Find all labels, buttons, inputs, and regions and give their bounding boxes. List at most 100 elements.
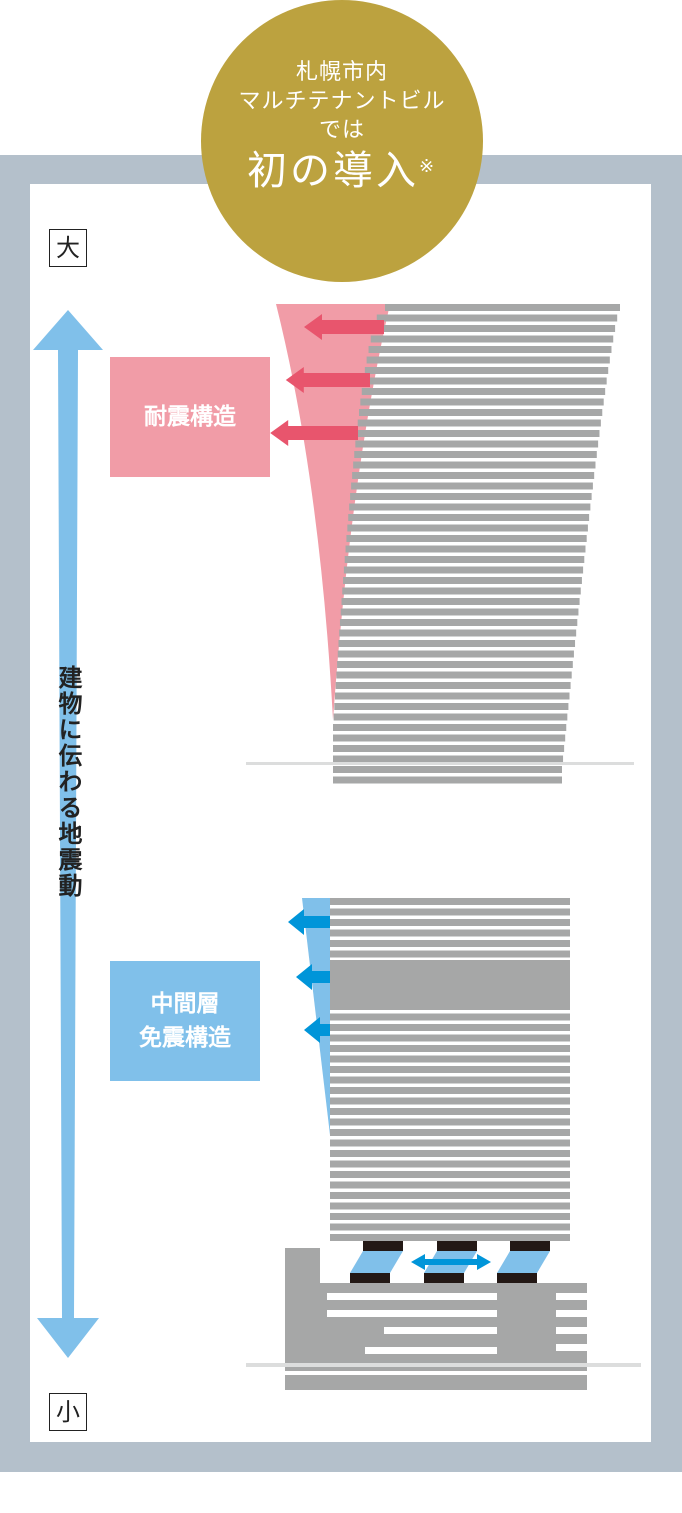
- badge-headline: 初の導入※: [201, 147, 483, 195]
- floor: [330, 940, 570, 947]
- floor: [330, 1213, 570, 1220]
- floor: [334, 703, 569, 710]
- isolator-bottom: [424, 1273, 464, 1283]
- floor: [345, 545, 586, 553]
- force-arrow-icon: [285, 367, 370, 393]
- note-mark: ※: [418, 156, 438, 177]
- isolator-bottom: [350, 1273, 390, 1283]
- floor: [337, 661, 573, 668]
- floor: [342, 587, 581, 595]
- floor: [338, 640, 576, 647]
- floor: [350, 493, 592, 500]
- double-arrow-icon: [33, 310, 103, 1358]
- floor: [357, 419, 601, 427]
- window-band: [365, 1347, 497, 1354]
- badge-line: では: [318, 118, 365, 143]
- floor: [352, 472, 595, 479]
- window-band: [556, 1293, 587, 1300]
- floor: [333, 734, 566, 742]
- window-band: [556, 1327, 587, 1334]
- mid-isolation-line: 中間層: [150, 991, 220, 1017]
- horizontal-arrow-icon: [411, 1254, 491, 1270]
- force-arrow-icon: [304, 1017, 330, 1043]
- floor: [330, 1066, 570, 1073]
- sway-wedge: [276, 304, 390, 720]
- window-band: [384, 1327, 497, 1334]
- mid-isolation-label: 中間層免震構造: [110, 961, 260, 1081]
- floor: [340, 608, 579, 616]
- floor: [330, 1181, 570, 1189]
- badge-line: 札幌市内: [295, 60, 388, 85]
- floor: [330, 919, 570, 926]
- floor: [385, 304, 620, 311]
- floor: [368, 346, 612, 353]
- floor: [349, 503, 591, 511]
- floor: [355, 440, 599, 448]
- window-band: [556, 1344, 587, 1351]
- ground-line: [246, 1363, 641, 1367]
- floor: [330, 950, 570, 958]
- floor: [333, 766, 562, 773]
- floor: [330, 1055, 570, 1063]
- floor: [330, 1150, 570, 1157]
- window-band: [327, 1310, 497, 1317]
- floor: [343, 566, 584, 574]
- floor: [333, 755, 564, 763]
- mid-isolation-line: 免震構造: [139, 1025, 231, 1051]
- floor: [353, 461, 596, 469]
- floor: [330, 1171, 570, 1178]
- floor: [333, 776, 562, 784]
- isolator-bottom: [497, 1273, 537, 1283]
- floor: [351, 482, 593, 490]
- floor: [330, 1223, 570, 1231]
- badge-line: マルチテナントビル: [238, 89, 446, 114]
- floor: [360, 398, 604, 406]
- floor: [363, 377, 607, 385]
- floor: [330, 1192, 570, 1199]
- floor: [330, 1234, 570, 1241]
- floor: [330, 1160, 570, 1168]
- badge-headline-text: 初の導入: [246, 148, 419, 194]
- scale-large-label: 大: [49, 229, 87, 267]
- floor: [330, 1024, 570, 1031]
- floor: [333, 745, 565, 752]
- floor: [346, 535, 587, 542]
- floor: [341, 598, 580, 605]
- force-arrow-icon: [270, 420, 358, 446]
- floor: [330, 1129, 570, 1136]
- floor: [339, 619, 578, 626]
- window-band: [327, 1293, 497, 1300]
- floor: [370, 335, 614, 343]
- force-arrow-icon: [296, 964, 330, 990]
- floor: [361, 388, 606, 395]
- ground-line: [246, 762, 634, 765]
- window-band: [285, 1371, 587, 1375]
- floor: [330, 1202, 570, 1210]
- floor: [333, 713, 568, 721]
- floor: [348, 514, 590, 521]
- axis-label: 建物に伝わる地震動: [54, 665, 82, 899]
- isolation-floor: [330, 960, 570, 1003]
- isolator-top: [437, 1241, 477, 1251]
- floor: [334, 692, 570, 700]
- floor: [330, 1076, 570, 1084]
- floor: [364, 367, 609, 374]
- floor: [330, 1118, 570, 1126]
- floor: [366, 356, 610, 364]
- floor: [344, 556, 585, 563]
- floor: [373, 325, 616, 332]
- floor: [330, 1003, 570, 1010]
- floor: [330, 1087, 570, 1094]
- floor: [330, 1108, 570, 1115]
- window-band: [556, 1310, 587, 1317]
- scale-small-label: 小: [49, 1393, 87, 1431]
- sway-wedge: [302, 898, 330, 1135]
- floor: [347, 524, 588, 532]
- base-building: [285, 1248, 587, 1390]
- force-arrow-icon: [304, 314, 384, 340]
- seismic-resistant-label: 耐震構造: [110, 357, 270, 477]
- floor: [337, 650, 574, 658]
- floor: [359, 409, 603, 416]
- floor: [376, 314, 618, 322]
